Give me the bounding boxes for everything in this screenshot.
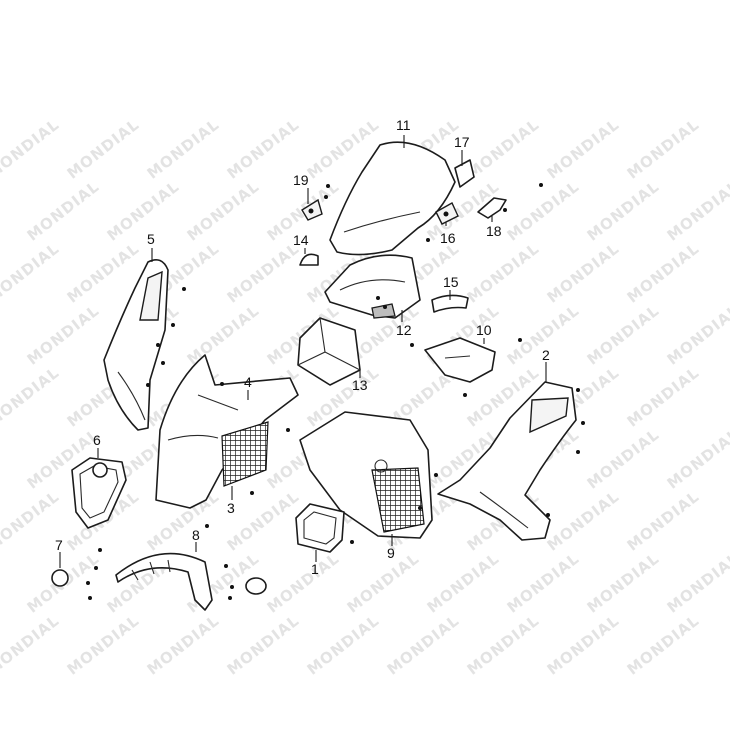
callout-7: 7 — [55, 537, 63, 553]
part-side-panel-5 — [103, 259, 169, 431]
callout-4: 4 — [244, 374, 252, 390]
callout-17: 17 — [454, 134, 470, 150]
callout-1: 1 — [311, 561, 319, 577]
callout-2: 2 — [542, 347, 550, 363]
part-mount-19 — [301, 198, 323, 221]
part-clip-18 — [477, 197, 507, 219]
part-front-panel-4 — [155, 354, 299, 509]
part-round-cap — [245, 577, 267, 595]
part-round-cap-7 — [51, 569, 69, 587]
callout-8: 8 — [192, 527, 200, 543]
callout-numbers: 11 17 19 16 18 5 14 15 12 10 2 4 13 6 3 … — [55, 117, 550, 577]
callout-13: 13 — [352, 377, 368, 393]
callout-6: 6 — [93, 432, 101, 448]
part-inner-panel-12 — [324, 254, 421, 319]
callout-16: 16 — [440, 230, 456, 246]
callout-19: 19 — [293, 172, 309, 188]
part-handle-15 — [431, 294, 469, 313]
part-bracket-17 — [454, 159, 475, 188]
part-mount-16 — [435, 202, 459, 225]
part-box-13 — [297, 317, 361, 386]
part-frame-1 — [295, 503, 345, 553]
part-windscreen — [329, 141, 456, 256]
part-panel-10 — [424, 337, 496, 383]
screws — [86, 183, 585, 600]
part-grille-3 — [221, 421, 269, 487]
part-frame-6 — [71, 457, 127, 529]
part-lower-fairing-9 — [299, 411, 433, 539]
callout-3: 3 — [227, 500, 235, 516]
callout-18: 18 — [486, 223, 502, 239]
callout-15: 15 — [443, 274, 459, 290]
callout-14: 14 — [293, 232, 309, 248]
callout-5: 5 — [147, 231, 155, 247]
part-cap-14 — [299, 253, 319, 266]
callout-11: 11 — [396, 117, 411, 133]
leader-lines — [59, 135, 547, 568]
callout-9: 9 — [387, 545, 395, 561]
callout-10: 10 — [476, 322, 492, 338]
part-fender-8 — [115, 552, 213, 611]
callout-12: 12 — [396, 322, 412, 338]
part-side-panel-2 — [437, 381, 577, 541]
